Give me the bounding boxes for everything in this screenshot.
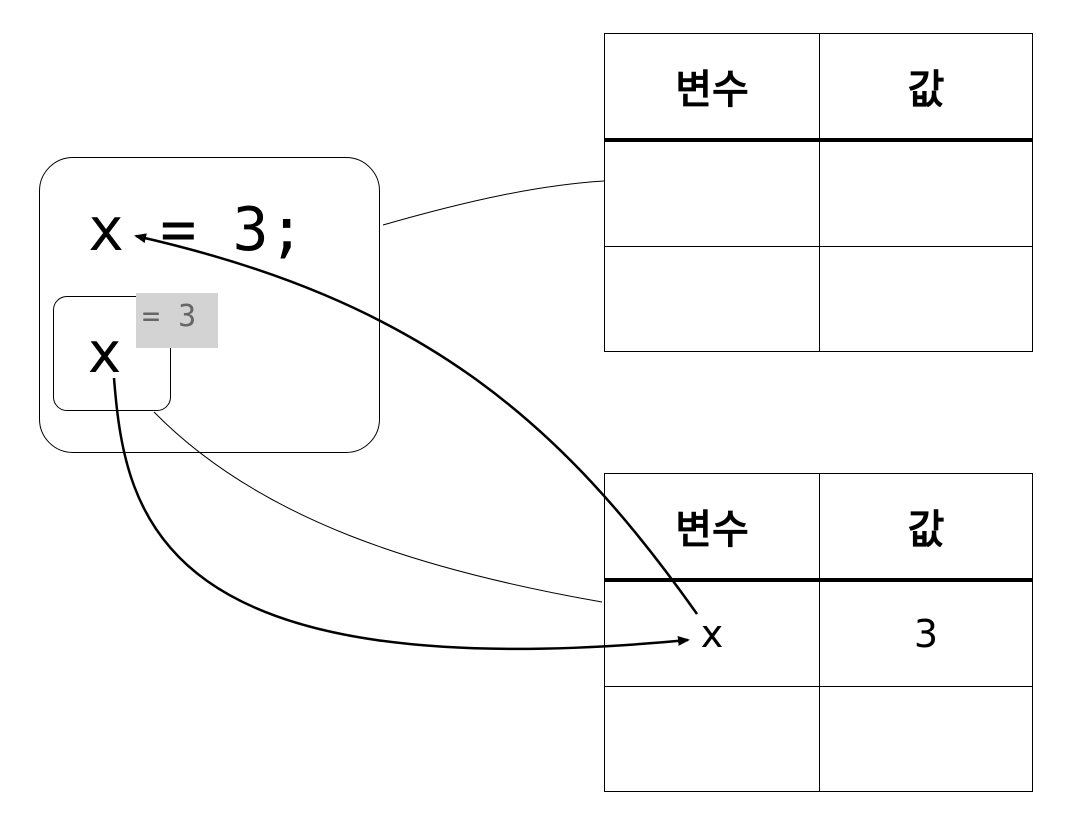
evaluation-badge: = 3 (136, 293, 218, 348)
context-link-before (382, 180, 605, 226)
assignment-statement: x = 3; (88, 195, 305, 265)
cell-variable: x (604, 579, 820, 687)
memory-table-after: 변수 값 x 3 (604, 473, 1033, 792)
cell-variable (604, 686, 820, 792)
header-variable: 변수 (604, 473, 820, 582)
cell-value (819, 246, 1033, 352)
table-header-row: 변수 값 (604, 473, 1033, 582)
cell-value (819, 139, 1033, 247)
header-value: 값 (819, 473, 1033, 582)
memory-table-before: 변수 값 (604, 33, 1033, 352)
table-row (604, 139, 1033, 247)
cell-value: 3 (819, 579, 1033, 687)
cell-variable (604, 246, 820, 352)
table-row (604, 686, 1033, 792)
cell-variable (604, 139, 820, 247)
expression-variable: x (88, 321, 122, 386)
header-value: 값 (819, 33, 1033, 142)
table-row: x 3 (604, 579, 1033, 687)
table-row (604, 246, 1033, 352)
cell-value (819, 686, 1033, 792)
header-variable: 변수 (604, 33, 820, 142)
table-header-row: 변수 값 (604, 33, 1033, 142)
